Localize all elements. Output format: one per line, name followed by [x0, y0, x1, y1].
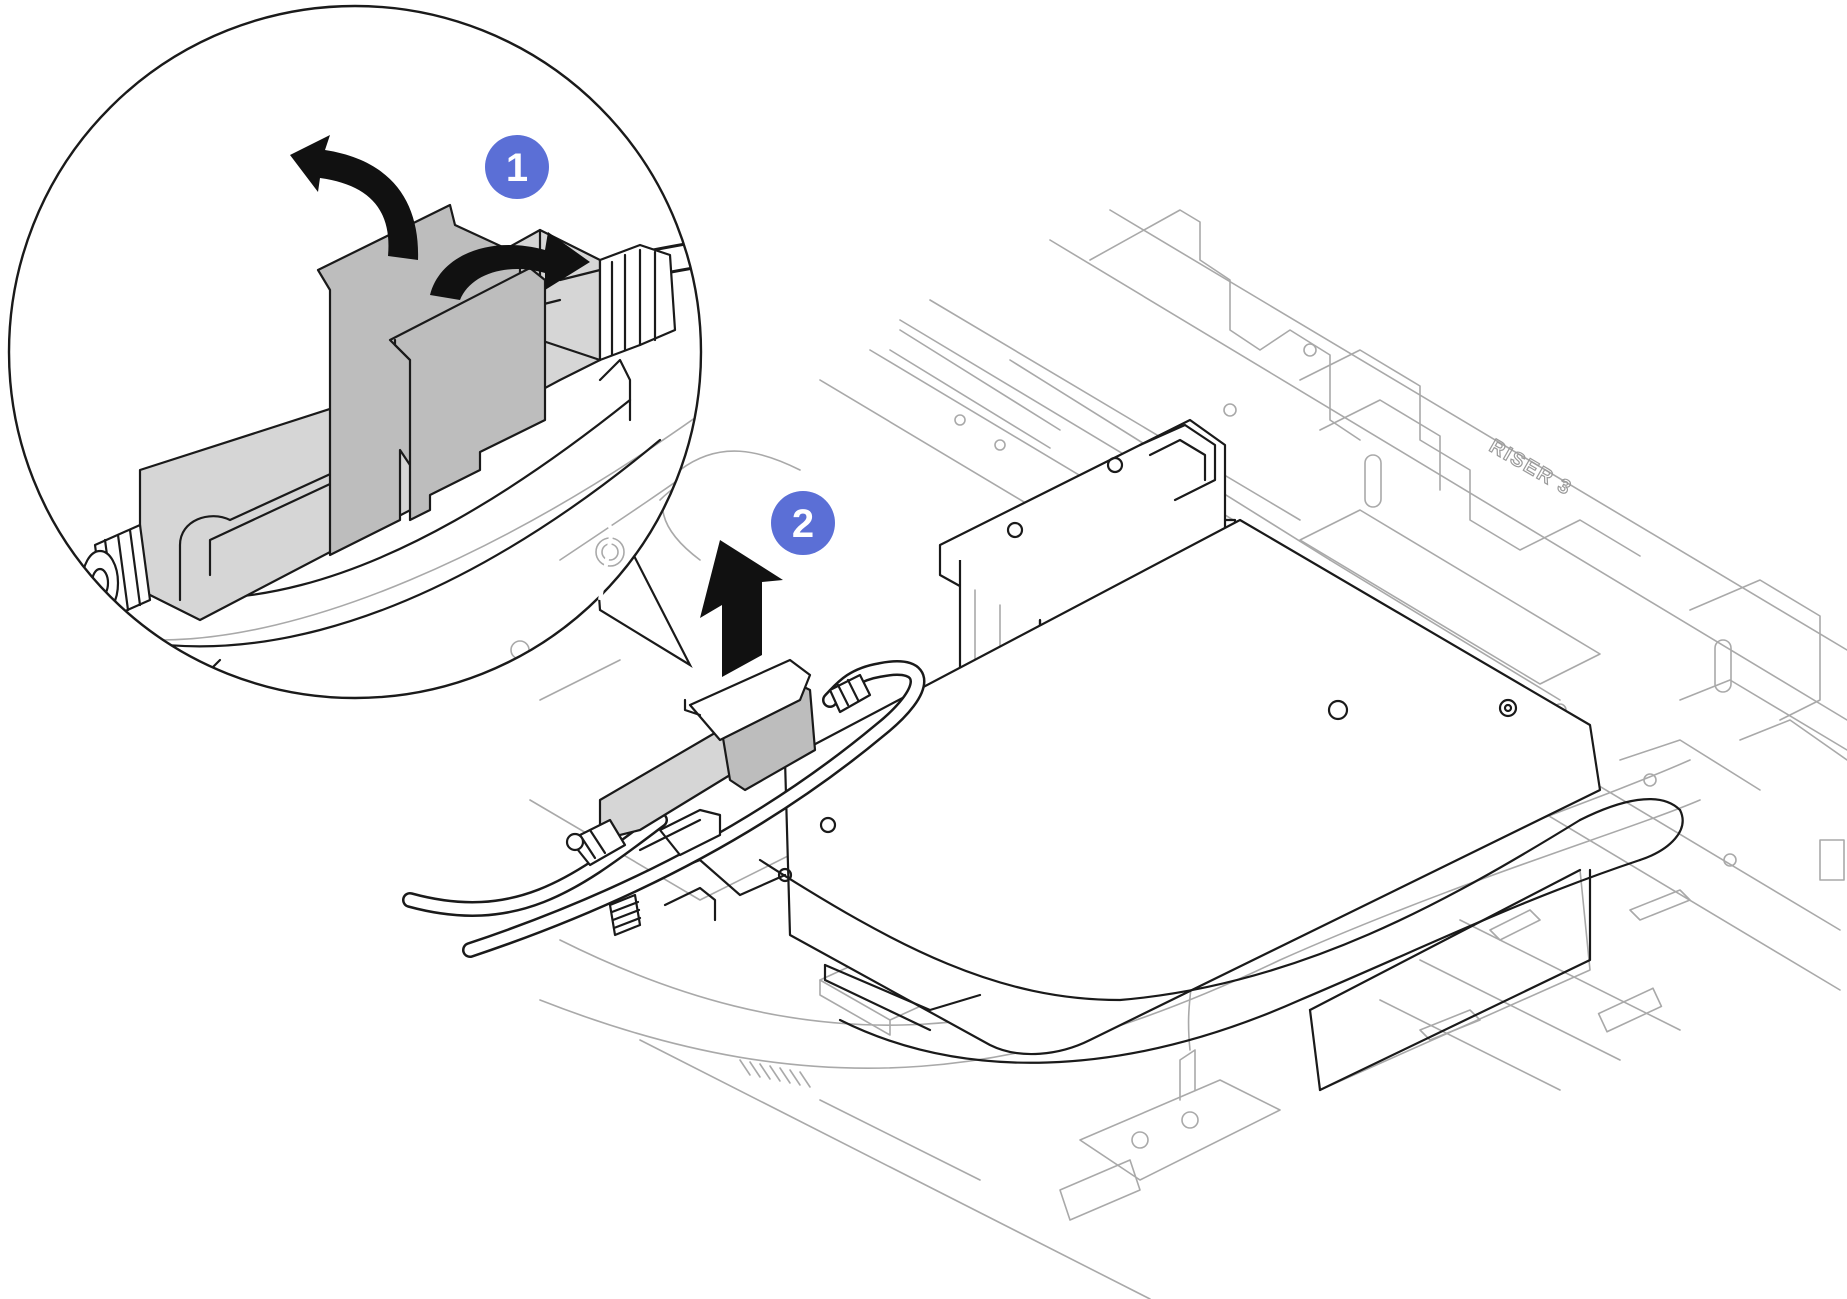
- step-2-number: 2: [792, 502, 814, 546]
- detail-callout: [7, 4, 703, 700]
- step-1-badge: 1: [485, 135, 549, 199]
- step-1-number: 1: [506, 146, 528, 190]
- step-1-circle: [485, 135, 549, 199]
- riser-3-label: RISER 3: [1486, 435, 1577, 500]
- rotate-latch-over-arrow-icon: [430, 232, 590, 300]
- step-2-circle: [771, 491, 835, 555]
- riser-cage: [608, 418, 1684, 1092]
- heatsink-fins: [739, 1059, 811, 1088]
- cable-connector-assembly: [402, 658, 926, 958]
- step-2-badge: 2: [771, 491, 835, 555]
- rotate-latch-up-arrow-icon: [290, 135, 419, 260]
- lift-up-arrow-icon: [700, 540, 783, 677]
